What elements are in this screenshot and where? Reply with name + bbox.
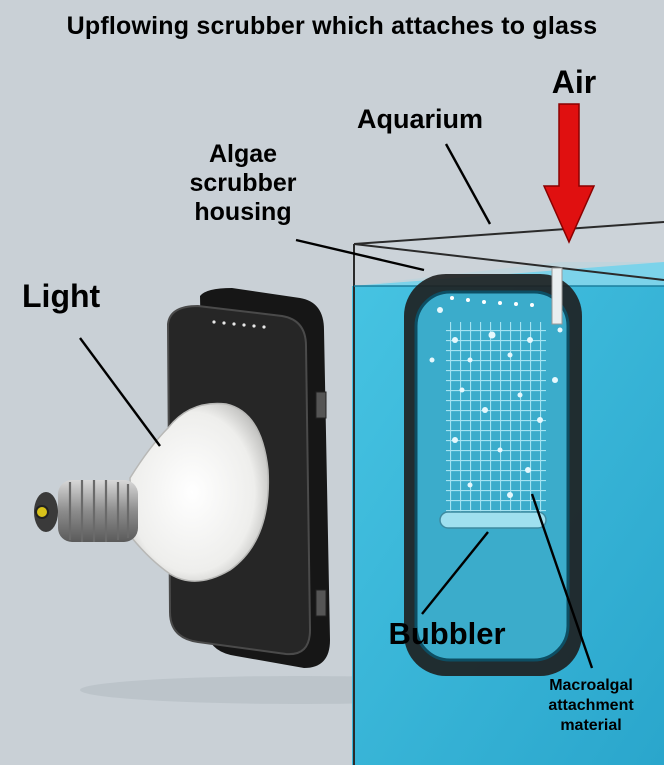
label-aquarium: Aquarium	[356, 104, 483, 134]
light-bulb	[34, 402, 270, 582]
label-light: Light	[22, 278, 101, 314]
scrubber-housing-inside	[404, 267, 582, 676]
air-arrow	[542, 103, 596, 244]
bulb-base	[34, 480, 138, 542]
label-macro-line-1: Macroalgal	[549, 677, 633, 694]
diagram-title: Upflowing scrubber which attaches to gla…	[66, 12, 598, 40]
leader-light	[79, 337, 161, 447]
housing-inner-rim	[414, 290, 570, 662]
leader-lines	[79, 143, 594, 669]
label-macro-line-2: attachment	[548, 697, 634, 714]
leader-aquarium	[444, 143, 492, 225]
top-bubble-row	[450, 296, 534, 307]
leader-macroalgal	[530, 493, 594, 669]
air-tube	[551, 267, 563, 325]
bubbles	[429, 307, 563, 498]
leader-housing	[295, 238, 425, 272]
leader-bubbler	[421, 531, 489, 615]
aquarium-top-rim-2	[353, 243, 664, 281]
label-housing-line-3: housing	[194, 198, 292, 226]
housing-clip-bottom	[315, 589, 327, 617]
bulb-glass	[129, 402, 270, 582]
housing-clip-top	[315, 391, 327, 419]
bubbler-bar	[439, 511, 547, 529]
macroalgal-mesh	[446, 322, 546, 520]
aquarium-top-rim-1	[353, 221, 664, 245]
label-algae-scrubber-housing: Algae scrubber housing	[168, 140, 318, 227]
label-housing-line-2: scrubber	[189, 169, 297, 197]
label-macroalgal-attachment-material: Macroalgal attachment material	[516, 676, 664, 736]
label-housing-line-1: Algae	[208, 140, 278, 168]
label-air: Air	[551, 64, 597, 100]
vent-dots	[212, 320, 266, 329]
label-bubbler: Bubbler	[388, 616, 506, 651]
label-macro-line-3: material	[560, 717, 622, 734]
aquarium-air-gap	[352, 222, 664, 286]
